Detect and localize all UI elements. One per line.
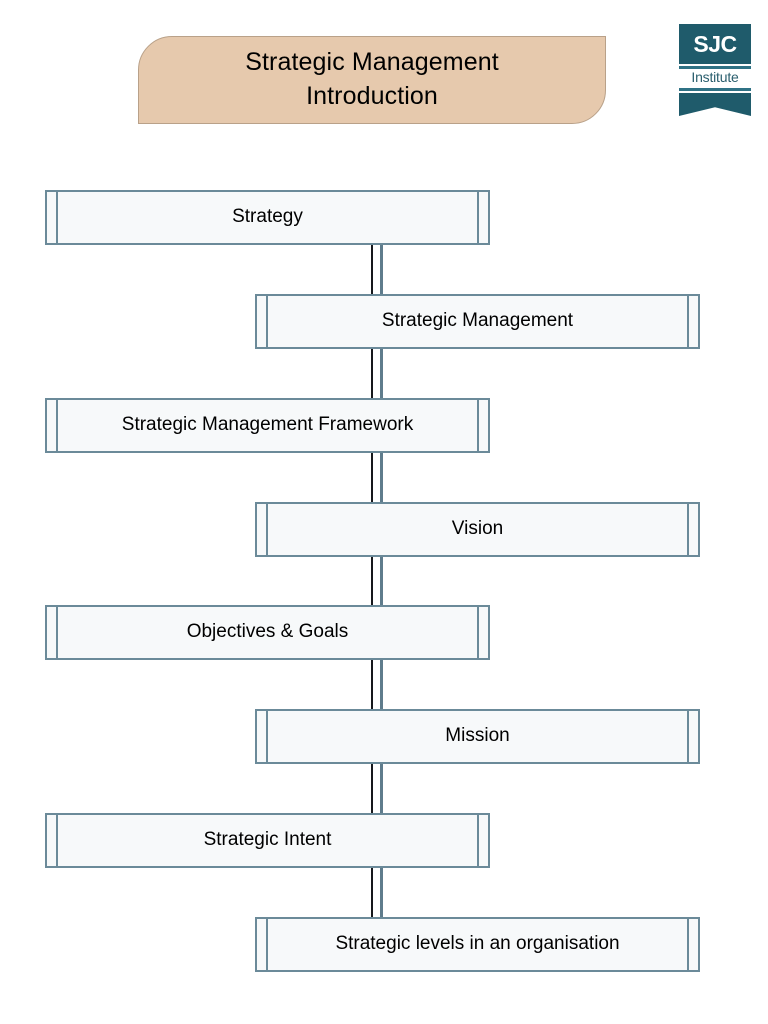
flow-node-mission[interactable]: Mission (255, 709, 700, 764)
title-banner: Strategic Management Introduction (138, 36, 606, 124)
flow-node-label: Strategy (232, 206, 303, 228)
logo-wordmark: Institute (691, 69, 739, 85)
flow-node-strategic-management[interactable]: Strategic Management (255, 294, 700, 349)
flow-node-label: Strategic Management Framework (121, 414, 414, 436)
flow-node-objectives-and-goals[interactable]: Objectives & Goals (45, 605, 490, 660)
connector-line-light (380, 190, 383, 970)
flow-node-label: Strategic Management (381, 310, 574, 332)
flow-node-vision[interactable]: Vision (255, 502, 700, 557)
flow-node-label: Strategic levels in an organisation (335, 933, 620, 955)
logo-mark-text: SJC (693, 30, 737, 57)
logo-ribbon-icon (679, 93, 751, 116)
sjc-institute-logo: SJC Institute (679, 24, 751, 116)
logo-mark-box: SJC (679, 24, 751, 64)
flow-node-label: Vision (451, 518, 504, 540)
connector-line-dark (371, 190, 373, 970)
flow-node-strategic-levels-in-an-organisation[interactable]: Strategic levels in an organisation (255, 917, 700, 972)
page-title: Strategic Management Introduction (245, 48, 499, 110)
flow-node-strategic-management-framework[interactable]: Strategic Management Framework (45, 398, 490, 453)
flow-node-label: Objectives & Goals (186, 621, 349, 643)
logo-rule-bottom (679, 88, 751, 91)
flow-node-strategic-intent[interactable]: Strategic Intent (45, 813, 490, 868)
flow-node-label: Strategic Intent (203, 829, 332, 851)
logo-rule-top (679, 66, 751, 69)
flow-node-strategy[interactable]: Strategy (45, 190, 490, 245)
flow-node-label: Mission (445, 725, 510, 747)
